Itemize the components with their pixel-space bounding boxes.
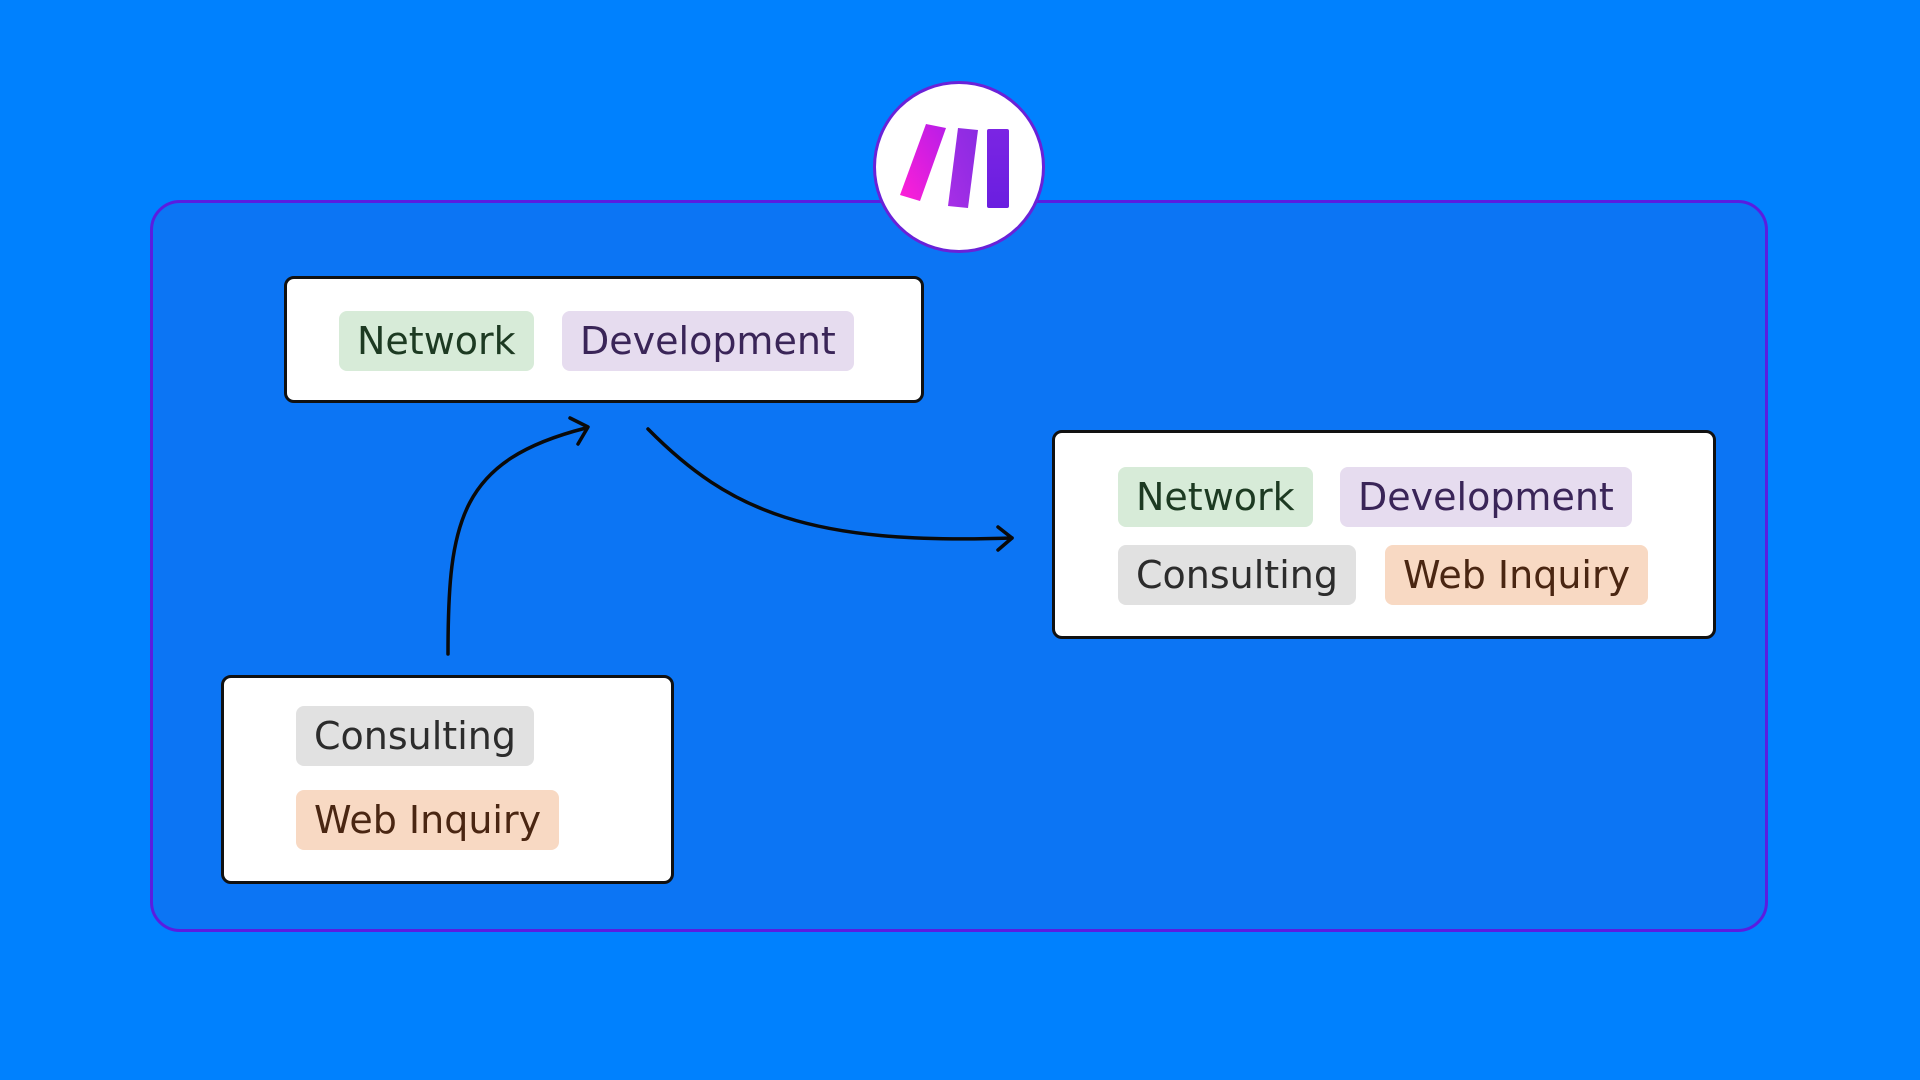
tag-consulting: Consulting (296, 706, 534, 766)
source-card-top: Network Development (284, 276, 924, 403)
tag-development: Development (1340, 467, 1632, 527)
source-card-bottom: Consulting Web Inquiry (221, 675, 674, 884)
tag-network: Network (339, 311, 534, 371)
tag-web-inquiry: Web Inquiry (1385, 545, 1649, 605)
logo-bar-1 (900, 124, 946, 201)
arrow-bottom-to-top (446, 426, 588, 656)
make-logo (873, 81, 1045, 253)
merged-card: Network Development Consulting Web Inqui… (1052, 430, 1716, 639)
tag-network: Network (1118, 467, 1313, 527)
arrowhead-top-to-merged (996, 525, 1014, 552)
tag-consulting: Consulting (1118, 545, 1356, 605)
tag-web-inquiry: Web Inquiry (296, 790, 560, 850)
arrow-top-to-merged (646, 427, 1014, 541)
logo-bar-2 (948, 128, 978, 208)
logo-bar-3 (987, 129, 1009, 208)
arrowhead-bottom-to-top (568, 416, 590, 446)
make-logo-icon (900, 124, 1009, 208)
tag-development: Development (562, 311, 854, 371)
